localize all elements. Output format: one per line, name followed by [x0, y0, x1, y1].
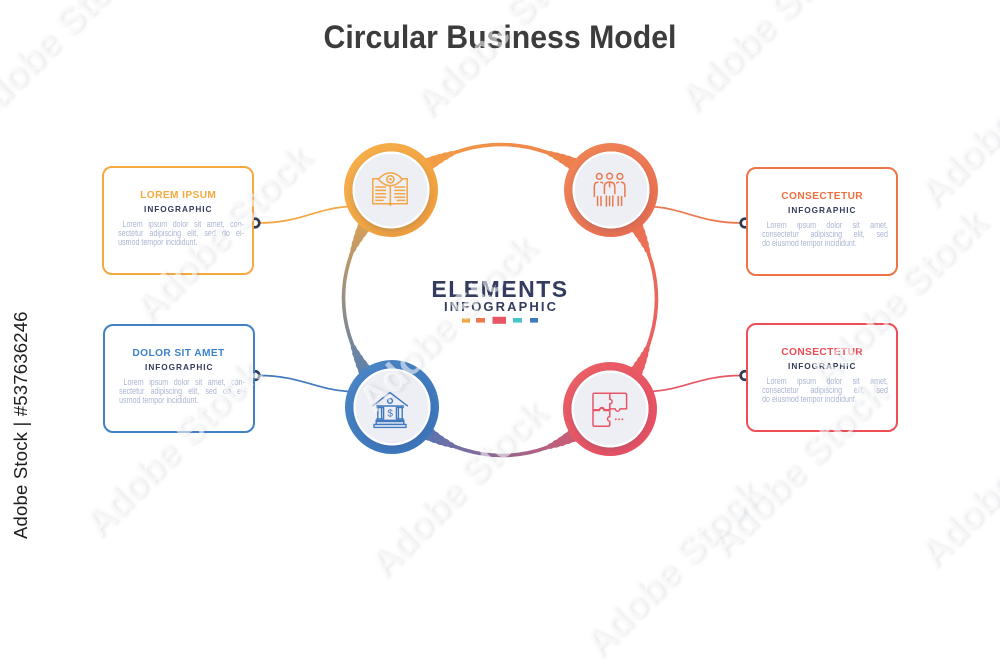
svg-text:$: $ — [387, 408, 393, 419]
